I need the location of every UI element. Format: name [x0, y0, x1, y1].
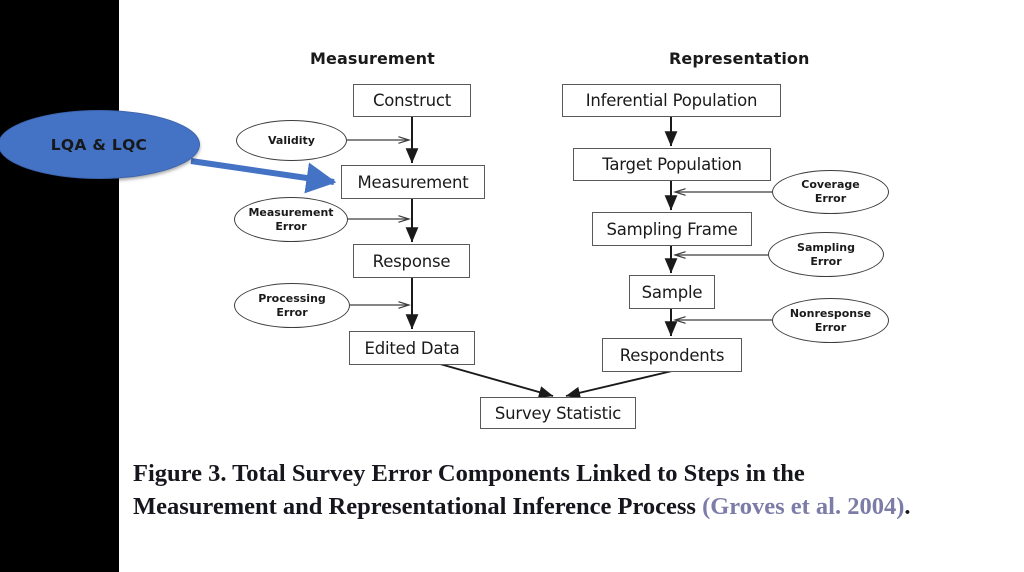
node-processing-error-line2: Error: [276, 305, 308, 319]
node-nonresponse-error-line1: Nonresponse: [789, 306, 872, 320]
node-processing-error-line1: Processing: [258, 291, 326, 305]
measurement-error-arrows: [347, 136, 411, 309]
node-edited-data[interactable]: Edited Data: [349, 331, 475, 365]
node-sampling-frame[interactable]: Sampling Frame: [592, 212, 752, 246]
node-nonresponse-error-line2: Error: [814, 320, 847, 334]
node-response[interactable]: Response: [353, 244, 470, 278]
arrow-editeddata-to-surveystatistic: [439, 363, 554, 399]
caption-citation: (Groves et al. 2004): [702, 492, 905, 520]
caption-line-2: Measurement and Representational Inferen…: [133, 491, 1013, 524]
left-black-band: [0, 0, 119, 572]
node-coverage-error-line1: Coverage: [801, 178, 860, 192]
node-target-population[interactable]: Target Population: [573, 148, 771, 181]
node-nonresponse-error[interactable]: Nonresponse Error: [772, 298, 889, 343]
callout-arrow: [190, 158, 337, 194]
node-measurement-error-line2: Error: [275, 219, 307, 233]
node-survey-statistic[interactable]: Survey Statistic: [480, 397, 636, 429]
caption-period: .: [904, 492, 911, 520]
node-inferential-population[interactable]: Inferential Population: [562, 84, 781, 117]
converging-arrows: [439, 363, 673, 399]
caption-line-1: Figure 3. Total Survey Error Components …: [133, 460, 805, 487]
arrow-respondents-to-surveystatistic: [565, 370, 673, 399]
node-coverage-error-line2: Error: [814, 192, 847, 205]
node-validity[interactable]: Validity: [236, 120, 347, 161]
node-validity-line1: Validity: [268, 133, 315, 147]
column-header-representation: Representation: [669, 49, 810, 68]
node-measurement-error[interactable]: Measurement Error: [234, 197, 348, 242]
node-sampling-error-line1: Sampling: [797, 240, 855, 254]
node-sampling-error[interactable]: Sampling Error: [768, 232, 884, 277]
caption-line-2-text: Measurement and Representational Inferen…: [133, 492, 703, 520]
node-sample[interactable]: Sample: [629, 275, 715, 309]
node-construct[interactable]: Construct: [353, 84, 471, 117]
figure-caption: Figure 3. Total Survey Error Components …: [133, 458, 1013, 523]
node-coverage-error[interactable]: Coverage Error: [772, 170, 889, 214]
representation-error-arrows: [673, 188, 772, 324]
node-respondents[interactable]: Respondents: [602, 338, 742, 372]
node-processing-error[interactable]: Processing Error: [234, 283, 350, 328]
column-header-measurement: Measurement: [310, 49, 435, 68]
node-measurement[interactable]: Measurement: [341, 165, 485, 199]
callout-lqa-lqc[interactable]: LQA & LQC: [0, 110, 200, 179]
node-sampling-error-line2: Error: [810, 254, 842, 268]
node-measurement-error-line1: Measurement: [248, 205, 334, 219]
callout-label: LQA & LQC: [50, 135, 148, 154]
